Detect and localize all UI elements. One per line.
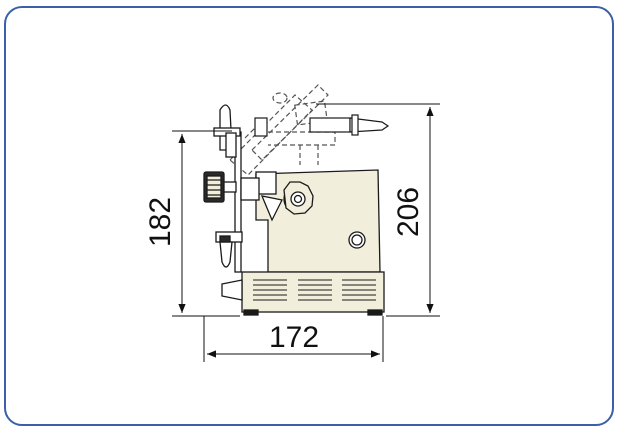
dimension-width bbox=[203, 316, 384, 362]
base-unit bbox=[221, 271, 385, 316]
machine-drawing: 182 206 172 bbox=[144, 84, 440, 362]
dimension-label-182: 182 bbox=[144, 197, 177, 247]
dimension-label-172: 172 bbox=[269, 321, 319, 354]
dimension-label-206: 206 bbox=[392, 187, 425, 237]
ghost-nozzle bbox=[254, 114, 390, 137]
dimension-height-total bbox=[316, 103, 440, 317]
left-arm bbox=[203, 104, 260, 273]
head-housing bbox=[255, 169, 381, 273]
dimension-height-front bbox=[172, 130, 240, 317]
